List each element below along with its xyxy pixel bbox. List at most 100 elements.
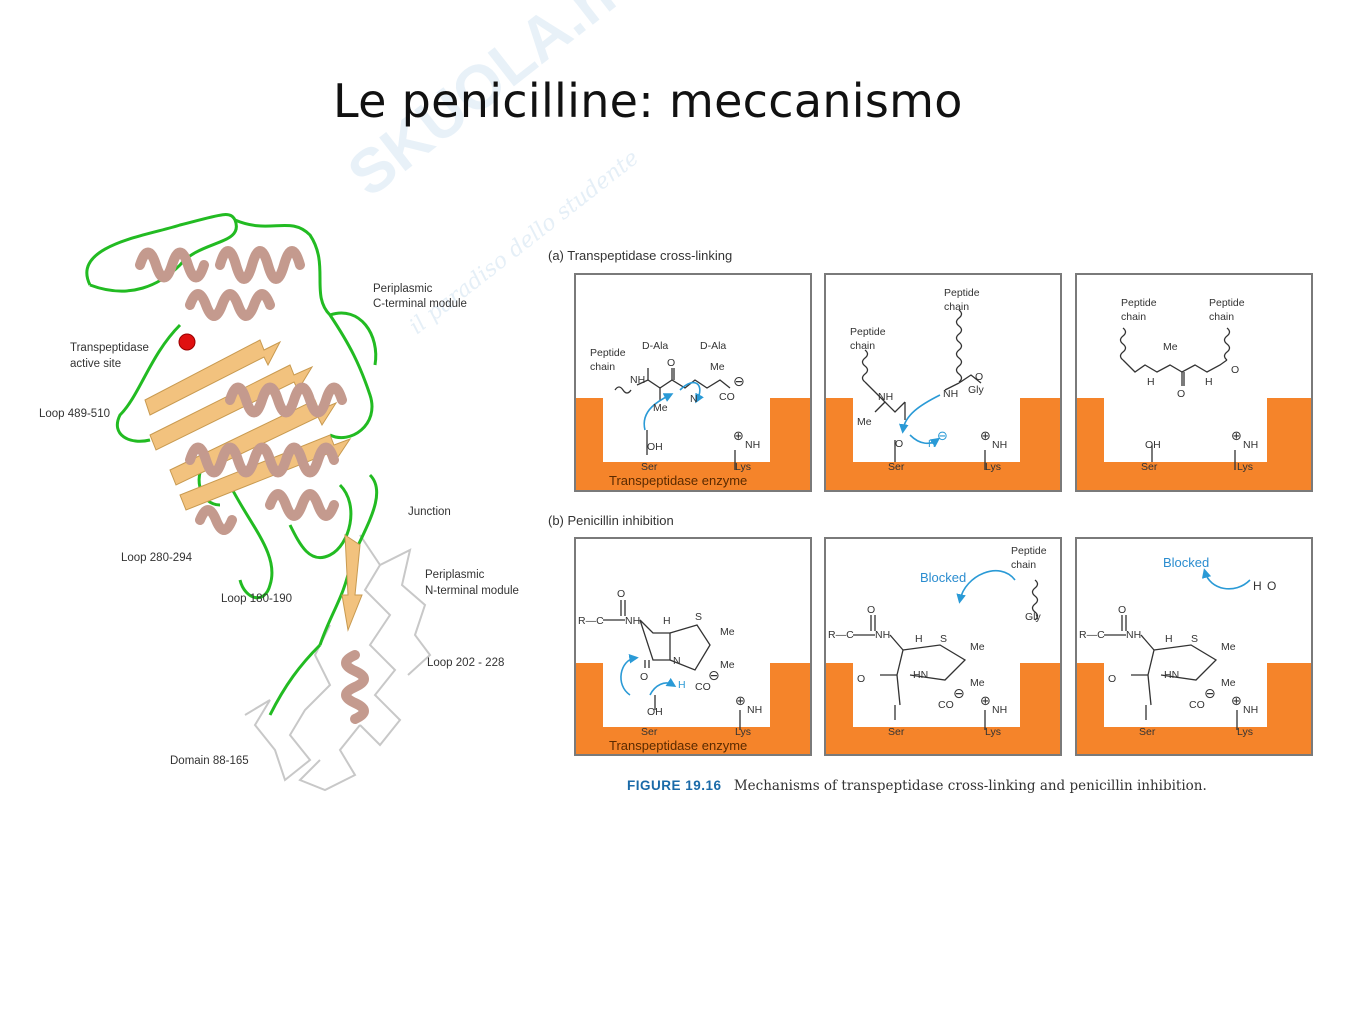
- section-a-heading: (a) Transpeptidase cross-linking: [548, 248, 732, 263]
- b2-gly: Gly: [1025, 611, 1042, 623]
- b3-h2o-o: O: [1267, 579, 1276, 593]
- b2-minus: ⊖: [953, 685, 965, 701]
- a1-nh3: NH: [745, 439, 760, 451]
- a3-peptide-chain-1a: Peptide: [1121, 297, 1157, 309]
- a2-h-ion: H: [928, 438, 936, 450]
- panel-b1: [575, 538, 811, 755]
- b1-rc: R—C: [578, 615, 604, 627]
- b2-s: S: [940, 633, 947, 645]
- a1-oh: OH: [647, 441, 663, 453]
- b2-o-2: O: [857, 673, 865, 685]
- b1-nh3: NH: [747, 704, 762, 716]
- b3-ser: Ser: [1139, 726, 1156, 738]
- b1-oh: OH: [647, 706, 663, 718]
- label-loop-280: Loop 280-294: [121, 552, 193, 564]
- b1-o: O: [617, 588, 625, 600]
- b3-s: S: [1191, 633, 1198, 645]
- label-active-site-1: Transpeptidase: [70, 342, 149, 354]
- b2-co2: CO: [938, 699, 954, 711]
- b1-lys: Lys: [735, 726, 751, 738]
- a3-h-1: H: [1147, 376, 1155, 388]
- b2-nh3: NH: [992, 704, 1007, 716]
- b1-s: S: [695, 611, 702, 623]
- enzyme-label-b: Transpeptidase enzyme: [609, 738, 747, 753]
- a1-plus: ⊕: [733, 428, 744, 443]
- a2-peptide-chain-top-2: chain: [944, 301, 969, 313]
- b1-ser: Ser: [641, 726, 658, 738]
- b2-peptide-chain-1: Peptide: [1011, 545, 1047, 557]
- b1-minus: ⊖: [708, 667, 720, 683]
- b3-plus: ⊕: [1231, 693, 1242, 708]
- b1-h-ion: H: [678, 679, 686, 691]
- blocked-label-b3: Blocked: [1163, 555, 1209, 570]
- a2-peptide-chain-top-1: Peptide: [944, 287, 980, 299]
- b1-nh: NH: [625, 615, 640, 627]
- b2-me-1: Me: [970, 641, 985, 653]
- a1-d-ala-1: D-Ala: [642, 340, 668, 352]
- beta-strands: [145, 340, 362, 630]
- b1-plus: ⊕: [735, 693, 746, 708]
- blocked-label-b2: Blocked: [920, 570, 966, 585]
- slide-title: Le penicilline: meccanismo: [333, 74, 963, 128]
- a3-oh: OH: [1145, 439, 1161, 451]
- b1-o-2: O: [640, 671, 648, 683]
- b3-rc: R—C: [1079, 629, 1105, 641]
- a1-ser: Ser: [641, 461, 658, 473]
- a1-me-1: Me: [653, 402, 668, 414]
- label-loop-180: Loop 180-190: [221, 593, 292, 605]
- a3-o-2: O: [1231, 364, 1239, 376]
- b2-o: O: [867, 604, 875, 616]
- b2-nh: NH: [875, 629, 890, 641]
- a1-lys: Lys: [735, 461, 751, 473]
- b1-me-1: Me: [720, 626, 735, 638]
- label-periplasmic-n-2: N-terminal module: [425, 585, 519, 597]
- b1-n: N: [673, 655, 681, 667]
- b2-ser: Ser: [888, 726, 905, 738]
- a2-peptide-chain-left-1: Peptide: [850, 326, 886, 338]
- b3-minus: ⊖: [1204, 685, 1216, 701]
- label-domain-88: Domain 88-165: [170, 755, 249, 767]
- a1-o: O: [667, 357, 675, 369]
- a3-plus: ⊕: [1231, 428, 1242, 443]
- b2-lys: Lys: [985, 726, 1001, 738]
- a3-lys: Lys: [1237, 461, 1253, 473]
- a3-peptide-chain-2a: Peptide: [1209, 297, 1245, 309]
- a3-me: Me: [1163, 341, 1178, 353]
- b3-o-2: O: [1108, 673, 1116, 685]
- caption-text: Mechanisms of transpeptidase cross-linki…: [734, 778, 1207, 794]
- panel-a3: [1076, 274, 1312, 491]
- a3-peptide-chain-2b: chain: [1209, 311, 1234, 323]
- figure-caption: FIGURE 19.16 Mechanisms of transpeptidas…: [627, 778, 1207, 794]
- label-loop-489: Loop 489-510: [39, 408, 110, 420]
- label-active-site-2: active site: [70, 358, 121, 370]
- b2-plus: ⊕: [980, 693, 991, 708]
- label-junction: Junction: [408, 506, 451, 518]
- mechanism-figure: (a) Transpeptidase cross-linking (b) Pen…: [545, 240, 1320, 770]
- a2-me: Me: [857, 416, 872, 428]
- alpha-helices: [140, 251, 364, 719]
- a2-o: O: [895, 438, 903, 450]
- b3-me-2: Me: [1221, 677, 1236, 689]
- a3-ser: Ser: [1141, 461, 1158, 473]
- panel-a2: [825, 274, 1061, 491]
- b3-hn: HN: [1164, 669, 1179, 681]
- a2-nh2: NH: [943, 388, 958, 400]
- b3-lys: Lys: [1237, 726, 1253, 738]
- structure-labels: Periplasmic C-terminal module Transpepti…: [39, 283, 519, 767]
- protein-structure-figure: Periplasmic C-terminal module Transpepti…: [30, 205, 550, 805]
- b2-h: H: [915, 633, 923, 645]
- label-periplasmic-c-2: C-terminal module: [373, 298, 467, 310]
- b2-rc: R—C: [828, 629, 854, 641]
- a2-gly: Gly: [968, 384, 985, 396]
- a2-lys: Lys: [985, 461, 1001, 473]
- a1-d-ala-2: D-Ala: [700, 340, 726, 352]
- a3-nh3: NH: [1243, 439, 1258, 451]
- a2-ser: Ser: [888, 461, 905, 473]
- label-periplasmic-c-1: Periplasmic: [373, 283, 433, 295]
- a1-peptide-chain-2: chain: [590, 361, 615, 373]
- b2-me-2: Me: [970, 677, 985, 689]
- a3-o: O: [1177, 388, 1185, 400]
- a1-n: N: [690, 393, 698, 405]
- caption-figure-number: FIGURE 19.16: [627, 778, 722, 793]
- a2-peptide-chain-left-2: chain: [850, 340, 875, 352]
